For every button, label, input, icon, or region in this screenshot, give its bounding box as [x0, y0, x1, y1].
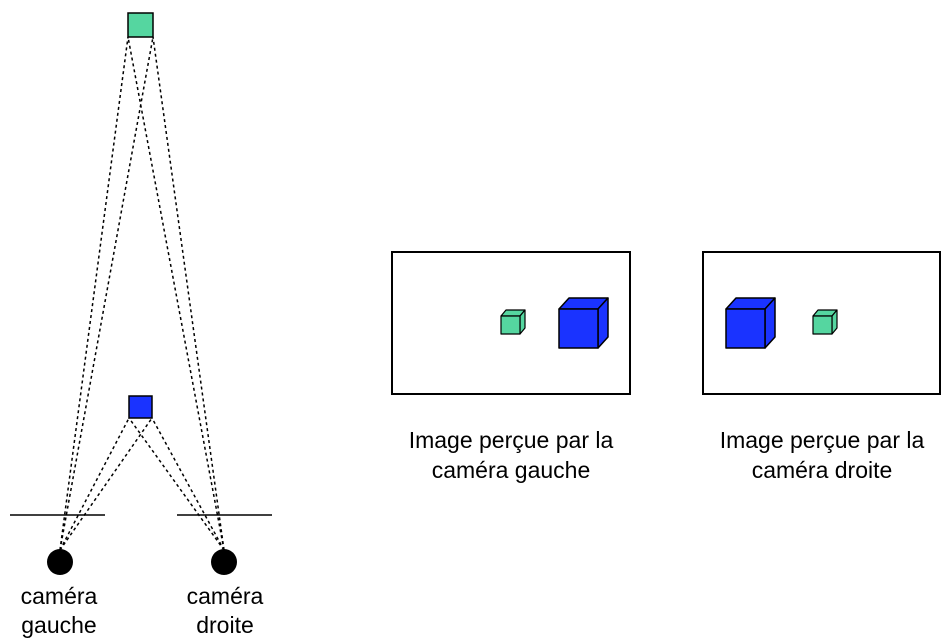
sight-line-right-near-1	[128, 417, 225, 551]
left-view-far-cube	[500, 309, 526, 335]
right-view-caption-line2: caméra droite	[752, 457, 893, 483]
right-camera-label-line2: droite	[196, 612, 254, 638]
right-view-panel: Image perçue par la caméra droite	[702, 251, 941, 483]
left-view-near-cube	[558, 297, 609, 349]
sight-line-right-near-2	[151, 417, 225, 551]
right-camera-label-line1: caméra	[187, 583, 264, 609]
sight-line-left-near-2	[59, 417, 153, 551]
right-view-near-cube	[725, 297, 776, 349]
near-object	[128, 395, 153, 419]
far-object	[127, 12, 154, 38]
right-camera	[211, 549, 237, 575]
sight-lines	[59, 36, 225, 551]
left-view-caption-line1: Image perçue par la	[409, 427, 614, 453]
sight-line-left-near-1	[59, 417, 130, 551]
left-view-caption-line2: caméra gauche	[432, 457, 591, 483]
right-view-far-cube	[812, 309, 838, 335]
sight-line-right-far-2	[152, 36, 225, 551]
left-camera-label-line2: gauche	[21, 612, 96, 638]
scene-top-view: caméra gauche caméra droite	[10, 12, 272, 638]
left-camera	[47, 549, 73, 575]
right-view-caption-line1: Image perçue par la	[720, 427, 925, 453]
left-view-panel: Image perçue par la caméra gauche	[391, 251, 631, 483]
sight-line-left-far-2	[59, 36, 154, 551]
sight-line-right-far-1	[127, 36, 225, 551]
left-camera-label-line1: caméra	[21, 583, 98, 609]
sight-line-left-far-1	[59, 36, 129, 551]
